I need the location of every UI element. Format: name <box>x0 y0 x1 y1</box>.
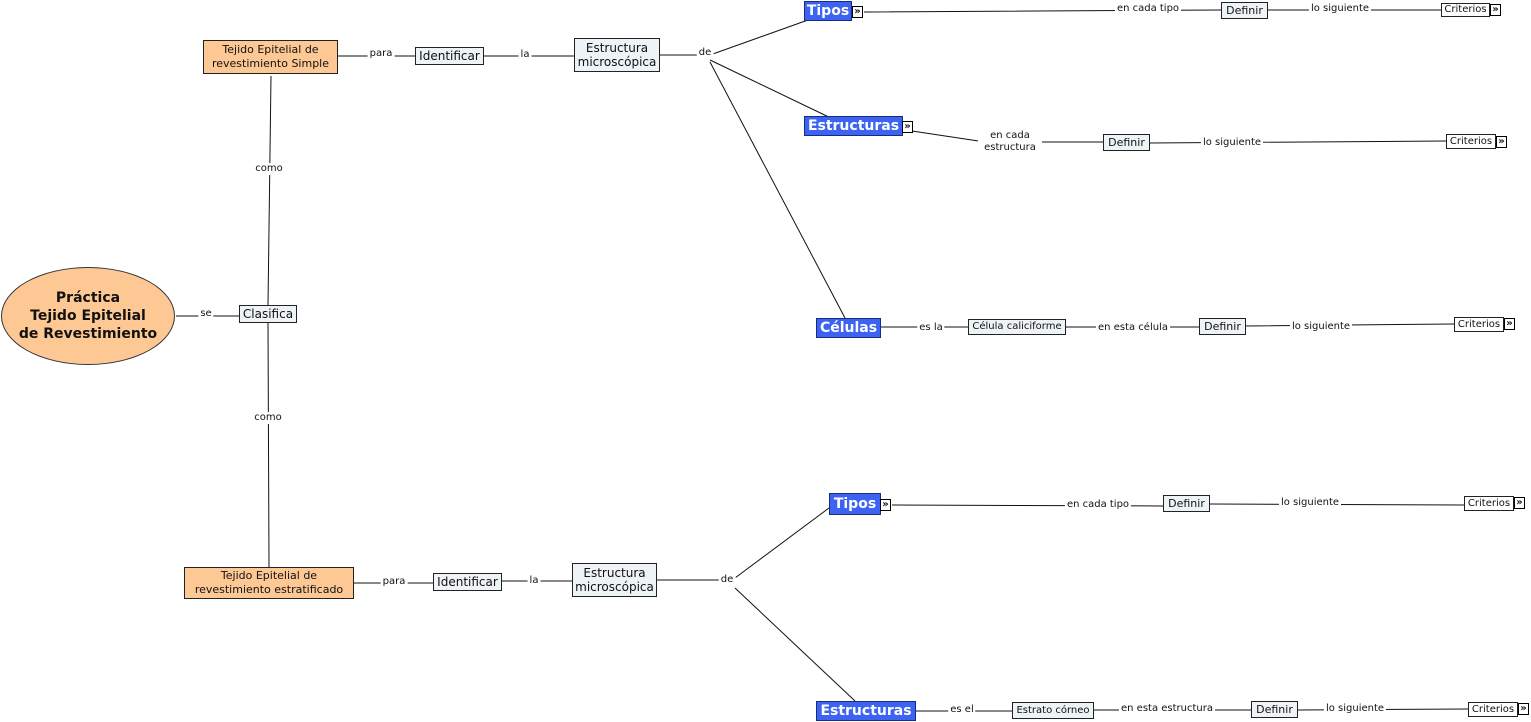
tipos-node[interactable]: Tipos <box>829 493 881 515</box>
definir-node[interactable]: Definir <box>1221 2 1268 19</box>
link-label: para <box>380 576 408 588</box>
link-label: lo siguiente <box>1278 497 1342 509</box>
link-label: en cada tipo <box>1064 499 1132 511</box>
link-label: lo siguiente <box>1323 703 1387 715</box>
criterios-node[interactable]: Criterios <box>1441 3 1490 17</box>
definir-node[interactable]: Definir <box>1199 318 1246 335</box>
link-label: lo siguiente <box>1308 3 1372 15</box>
link-label: se <box>198 308 214 320</box>
estructura-node[interactable]: Estructura microscópica <box>572 563 657 597</box>
link-label: la <box>527 575 541 587</box>
link-label: lo siguiente <box>1289 321 1353 333</box>
link-label: para <box>367 48 395 60</box>
link-label: la <box>518 49 532 61</box>
link-label: de <box>718 574 736 586</box>
simple-epithelium-node[interactable]: Tejido Epitelial de revestimiento Simple <box>203 40 338 74</box>
link-label: en esta estructura <box>1119 703 1215 715</box>
double-chevron-right-icon[interactable]: » <box>1490 4 1501 16</box>
criterios-node[interactable]: Criterios <box>1446 134 1496 149</box>
estructuras-node[interactable]: Estructuras <box>816 701 916 721</box>
main-topic-line: de Revestimiento <box>18 326 158 342</box>
estructuras-node[interactable]: Estructuras <box>804 116 903 136</box>
definir-node[interactable]: Definir <box>1251 701 1298 718</box>
definir-node[interactable]: Definir <box>1103 134 1150 151</box>
double-chevron-right-icon[interactable]: » <box>1496 136 1507 148</box>
link-label: es la <box>917 322 945 334</box>
link-label: es el <box>948 704 976 716</box>
link-label: como <box>252 412 284 424</box>
double-chevron-right-icon[interactable]: » <box>1514 497 1525 509</box>
clasifica-node[interactable]: Clasifica <box>239 305 297 323</box>
double-chevron-right-icon[interactable]: » <box>1504 318 1515 330</box>
tipos-node[interactable]: Tipos <box>804 1 852 21</box>
definir-node[interactable]: Definir <box>1163 495 1210 512</box>
double-chevron-right-icon[interactable]: » <box>1518 703 1529 715</box>
double-chevron-right-icon[interactable]: » <box>852 6 863 18</box>
identificar-node[interactable]: Identificar <box>415 47 484 65</box>
main-topic-line: Práctica <box>55 290 121 306</box>
double-chevron-right-icon[interactable]: » <box>902 121 913 133</box>
double-chevron-right-icon[interactable]: » <box>880 499 891 511</box>
criterios-node[interactable]: Criterios <box>1464 496 1514 511</box>
link-label: como <box>253 163 285 175</box>
main-topic-line: Tejido Epitelial <box>30 308 146 324</box>
celula-caliciforme-node[interactable]: Célula caliciforme <box>968 319 1066 335</box>
estrato-corneo-node[interactable]: Estrato córneo <box>1012 702 1094 719</box>
criterios-node[interactable]: Criterios <box>1468 702 1518 717</box>
stratified-epithelium-node[interactable]: Tejido Epitelial de revestimiento estrat… <box>184 567 354 599</box>
estructura-node[interactable]: Estructura microscópica <box>574 38 660 72</box>
link-label: lo siguiente <box>1200 137 1264 149</box>
identificar-node[interactable]: Identificar <box>433 573 502 591</box>
link-label: de <box>696 47 714 59</box>
criterios-node[interactable]: Criterios <box>1454 317 1504 332</box>
link-label: en cada tipo <box>1114 3 1182 15</box>
link-label: en cada estructura <box>978 130 1042 154</box>
link-label: en esta célula <box>1096 322 1170 334</box>
celulas-node[interactable]: Células <box>816 318 881 338</box>
